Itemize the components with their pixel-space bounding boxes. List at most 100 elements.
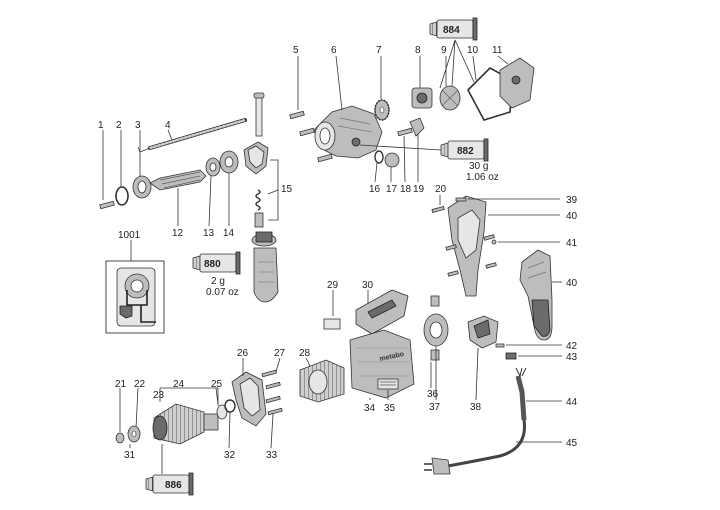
part-11-gear-cover: 11 <box>492 45 535 109</box>
grease-tube-880: 880 2 g 0.07 oz <box>192 251 241 298</box>
part-9-armature-bearing: 9 <box>439 45 461 111</box>
label-1: 1 <box>98 120 104 131</box>
handle-housing-left <box>445 195 497 297</box>
part-41-screw: 41 <box>491 238 578 249</box>
part-27-screws: 27 <box>261 348 286 390</box>
label-23: 23 <box>153 390 165 401</box>
label-8: 8 <box>415 45 421 56</box>
label-43: 43 <box>566 352 578 363</box>
part-6-gear-housing: 6 <box>313 45 383 163</box>
part-22-washer: 22 <box>127 379 146 443</box>
tube-880-ounces: 0.07 oz <box>206 287 239 298</box>
part-15-auxiliary-handle: 15 <box>243 92 293 303</box>
label-13: 13 <box>203 228 215 239</box>
part-42-screw: 42 <box>495 341 578 352</box>
part-16-ring: 16 <box>369 150 384 195</box>
label-37: 37 <box>429 402 441 413</box>
tube-880-code: 880 <box>204 259 221 270</box>
part-33-screws: 33 <box>265 395 283 461</box>
part-26-housing-cover: 26 <box>231 348 267 427</box>
label-40-b: 40 <box>566 278 578 289</box>
tube-880-grams: 2 g <box>211 276 225 287</box>
part-37-brush-ring: 37 <box>423 313 449 413</box>
part-4-depth-rod: 4 <box>137 118 247 153</box>
part-20-screw: 20 <box>431 184 447 213</box>
label-11: 11 <box>492 45 503 56</box>
part-43-clamp: 43 <box>505 352 578 363</box>
label-44: 44 <box>566 397 578 408</box>
tube-882-code: 882 <box>457 146 474 157</box>
label-4: 4 <box>165 120 171 131</box>
label-30: 30 <box>362 280 374 291</box>
part-8-gear-unit: 8 <box>411 45 433 109</box>
part-28-field-coil: 28 <box>299 348 345 403</box>
label-33: 33 <box>266 450 278 461</box>
part-31-washer: 31 <box>124 444 136 461</box>
part-12-spindle: 12 <box>149 169 207 239</box>
tube-884-code: 884 <box>443 25 460 36</box>
part-17-cap: 17 <box>384 152 400 195</box>
part-39-screw: 39 <box>455 195 578 206</box>
part-29-label: 29 <box>323 280 341 330</box>
part-38-switch: 38 <box>467 315 499 413</box>
label-24: 24 <box>173 379 185 390</box>
label-20: 20 <box>435 184 447 195</box>
label-41: 41 <box>566 238 578 249</box>
label-22: 22 <box>134 379 146 390</box>
label-25: 25 <box>211 379 223 390</box>
part-40-handle-shell-a: 40 <box>488 211 578 222</box>
part-36-brush-holder: 36 <box>427 295 440 400</box>
label-38: 38 <box>470 402 482 413</box>
tube-882-ounces: 1.06 oz <box>466 172 499 183</box>
label-1001: 1001 <box>118 230 141 241</box>
label-2: 2 <box>116 120 122 131</box>
label-39: 39 <box>566 195 578 206</box>
label-19: 19 <box>413 184 425 195</box>
grease-tube-884: 884 <box>429 17 478 89</box>
part-25-bearing: 25 <box>211 379 223 405</box>
part-21-nut: 21 <box>115 379 127 444</box>
label-32: 32 <box>224 450 236 461</box>
part-34-motor-housing: metabo 34 <box>349 329 415 414</box>
part-1-pin: 1 <box>98 120 115 210</box>
label-17: 17 <box>386 184 398 195</box>
label-5: 5 <box>293 45 299 56</box>
part-44-cable-sleeve: 44 <box>515 367 578 421</box>
label-21: 21 <box>115 379 127 390</box>
part-35-nameplate: 35 <box>377 378 399 414</box>
label-16: 16 <box>369 184 381 195</box>
label-12: 12 <box>172 228 184 239</box>
part-30-housing-top: 30 <box>355 280 409 335</box>
part-18-pin: 18 <box>397 127 413 195</box>
label-29: 29 <box>327 280 339 291</box>
label-40-a: 40 <box>566 211 578 222</box>
part-23-fan: 23 <box>153 390 165 401</box>
part-14-bearing: 14 <box>219 150 239 239</box>
part-5-pins: 5 <box>289 45 315 137</box>
label-26: 26 <box>237 348 249 359</box>
label-31: 31 <box>124 450 136 461</box>
part-24-armature: 24 <box>152 379 228 445</box>
label-35: 35 <box>384 403 396 414</box>
label-34: 34 <box>364 403 376 414</box>
label-9: 9 <box>441 45 447 56</box>
tube-882-grams: 30 g <box>469 161 488 172</box>
label-28: 28 <box>299 348 311 359</box>
label-45: 45 <box>566 438 578 449</box>
label-15: 15 <box>281 184 293 195</box>
grease-tube-886: 886 <box>145 444 194 496</box>
part-7-gear: 7 <box>374 45 390 121</box>
label-10: 10 <box>467 45 479 56</box>
part-2-circlip: 2 <box>115 120 129 206</box>
detail-1001-box: 1001 <box>105 230 165 334</box>
label-27: 27 <box>274 348 286 359</box>
label-36: 36 <box>427 389 439 400</box>
grease-tube-882: 882 30 g 1.06 oz <box>359 138 499 183</box>
label-6: 6 <box>331 45 337 56</box>
label-3: 3 <box>135 120 141 131</box>
part-40-handle-shell-b: 40 <box>519 249 578 341</box>
label-42: 42 <box>566 341 578 352</box>
part-13-ring: 13 <box>203 157 221 239</box>
label-14: 14 <box>223 228 235 239</box>
